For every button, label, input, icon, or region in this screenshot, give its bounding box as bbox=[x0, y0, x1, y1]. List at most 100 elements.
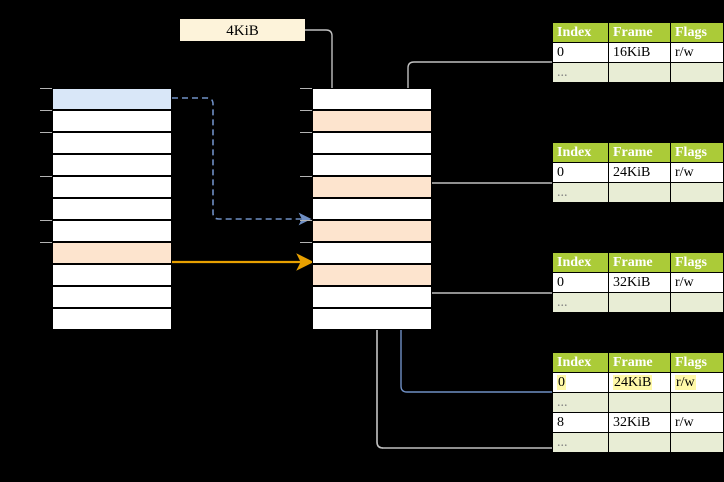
table-cell bbox=[670, 292, 724, 313]
table-cell: 0 bbox=[552, 272, 609, 293]
memory-cell bbox=[52, 110, 172, 132]
physical-memory-column bbox=[300, 88, 432, 330]
memory-cell bbox=[312, 176, 432, 198]
column-header-flags: Flags bbox=[670, 22, 724, 43]
memory-cell bbox=[312, 88, 432, 110]
table-cell: ... bbox=[552, 62, 609, 83]
memory-cell bbox=[312, 198, 432, 220]
memory-cell bbox=[312, 264, 432, 286]
ruler-tick bbox=[300, 132, 312, 133]
highlighted-value: 0 bbox=[557, 374, 566, 390]
table-cell: r/w bbox=[670, 372, 724, 393]
table-cell: 0 bbox=[552, 42, 609, 63]
table-row: ... bbox=[552, 292, 724, 313]
ruler-tick bbox=[300, 220, 312, 221]
table-cell: ... bbox=[552, 432, 609, 453]
column-header-flags: Flags bbox=[670, 352, 724, 373]
wire-virtual-row1-dashed bbox=[172, 97, 312, 226]
table-row: 0 24KiB r/w bbox=[552, 372, 724, 393]
memory-cell bbox=[312, 308, 432, 330]
column-header-index: Index bbox=[552, 352, 609, 373]
memory-cell bbox=[52, 132, 172, 154]
column-header-index: Index bbox=[552, 22, 609, 43]
table-cell bbox=[670, 432, 724, 453]
ruler-tick bbox=[300, 110, 312, 111]
memory-cell bbox=[52, 308, 172, 330]
table-cell: r/w bbox=[670, 412, 724, 433]
table-cell: 0 bbox=[552, 372, 609, 393]
table-cell bbox=[608, 292, 671, 313]
memory-cell bbox=[52, 88, 172, 110]
table-cell bbox=[608, 392, 671, 413]
table-cell bbox=[670, 62, 724, 83]
table-cell: 32KiB bbox=[608, 272, 671, 293]
table-cell: ... bbox=[552, 182, 609, 203]
table-cell: r/w bbox=[670, 272, 724, 293]
memory-cell bbox=[312, 110, 432, 132]
ruler-tick bbox=[40, 132, 52, 133]
memory-cell bbox=[52, 220, 172, 242]
memory-cell bbox=[52, 242, 172, 264]
memory-cell bbox=[312, 220, 432, 242]
table-row: ... bbox=[552, 392, 724, 413]
table-cell: 24KiB bbox=[608, 372, 671, 393]
memory-cell bbox=[312, 132, 432, 154]
table-cell: 8 bbox=[552, 412, 609, 433]
table-cell: 24KiB bbox=[608, 162, 671, 183]
table-cell bbox=[670, 182, 724, 203]
table-cell bbox=[608, 182, 671, 203]
table-cell: 0 bbox=[552, 162, 609, 183]
table-cell: 16KiB bbox=[608, 42, 671, 63]
virtual-address-space-column bbox=[40, 88, 172, 330]
column-header-flags: Flags bbox=[670, 252, 724, 273]
column-header-index: Index bbox=[552, 252, 609, 273]
column-header-frame: Frame bbox=[608, 22, 671, 43]
column-header-flags: Flags bbox=[670, 142, 724, 163]
ruler-tick bbox=[40, 242, 52, 243]
column-header-index: Index bbox=[552, 142, 609, 163]
table-cell: ... bbox=[552, 292, 609, 313]
table-cell: r/w bbox=[670, 42, 724, 63]
ruler-tick bbox=[40, 88, 52, 89]
ruler-tick bbox=[40, 220, 52, 221]
ruler-tick bbox=[300, 242, 312, 243]
memory-cell bbox=[52, 154, 172, 176]
column-header-frame: Frame bbox=[608, 352, 671, 373]
memory-cell bbox=[52, 264, 172, 286]
memory-cell bbox=[312, 154, 432, 176]
highlighted-value: r/w bbox=[675, 374, 696, 390]
table-cell: 32KiB bbox=[608, 412, 671, 433]
table-row: ... bbox=[552, 432, 724, 453]
table-cell: ... bbox=[552, 392, 609, 413]
table-row: ... bbox=[552, 62, 724, 83]
memory-cell bbox=[52, 198, 172, 220]
memory-cell bbox=[52, 176, 172, 198]
highlighted-value: 24KiB bbox=[613, 374, 653, 390]
ruler-tick bbox=[300, 176, 312, 177]
memory-cell bbox=[312, 242, 432, 264]
table-cell: r/w bbox=[670, 162, 724, 183]
memory-cell bbox=[312, 286, 432, 308]
ruler-tick bbox=[40, 110, 52, 111]
column-header-frame: Frame bbox=[608, 252, 671, 273]
table-cell bbox=[670, 392, 724, 413]
table-row: ... bbox=[552, 182, 724, 203]
table-cell bbox=[608, 62, 671, 83]
ruler-tick bbox=[300, 88, 312, 89]
memory-cell bbox=[52, 286, 172, 308]
size-label-4kib: 4KiB bbox=[180, 19, 305, 41]
column-header-frame: Frame bbox=[608, 142, 671, 163]
